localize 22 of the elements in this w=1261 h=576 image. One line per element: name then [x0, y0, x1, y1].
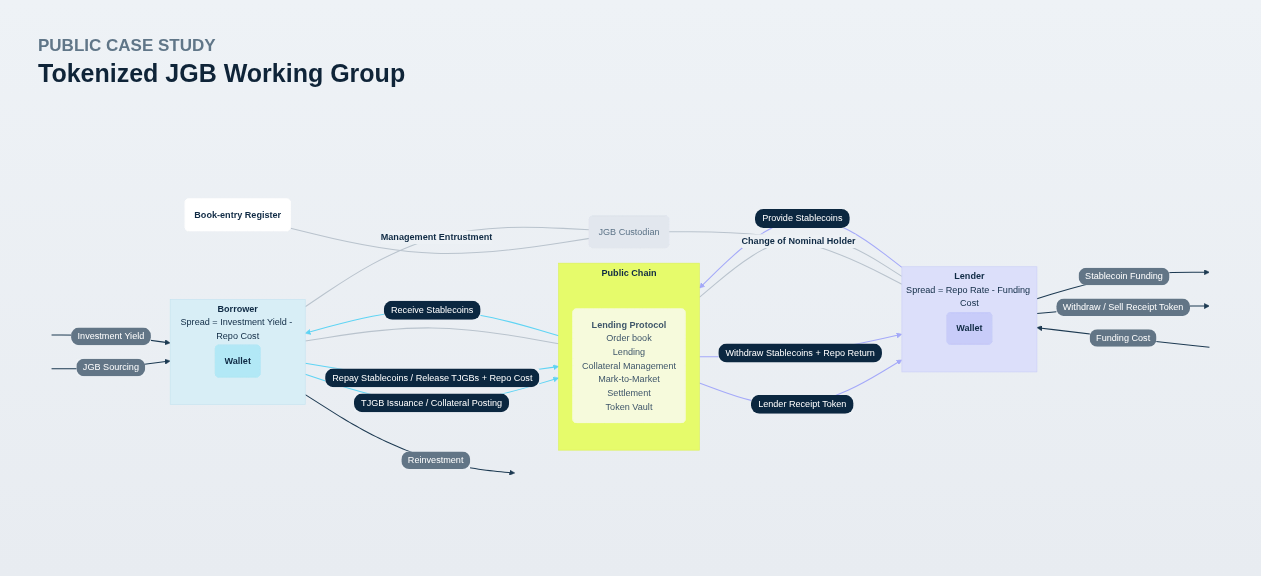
edge-label: Change of Nominal Holder: [741, 235, 856, 247]
edge-label: Stablecoin Funding: [1085, 270, 1163, 282]
connector: [304, 226, 590, 308]
edge-label: Withdraw Stablecoins + Repo Return: [725, 347, 875, 358]
diagram-title: Tokenized JGB Working Group: [38, 59, 406, 88]
edge-label: Investment Yield: [77, 330, 145, 342]
edge-label: Receive Stablecoins: [391, 304, 474, 316]
arrow: [1036, 325, 1210, 348]
edge-label: Withdraw / Sell Receipt Token: [1062, 301, 1184, 313]
edge-label: TJGB Issuance / Collateral Posting: [361, 397, 503, 408]
connector: [290, 227, 591, 255]
edge-label: Provide Stablecoins: [762, 212, 843, 224]
edge-label: Funding Cost: [1096, 332, 1151, 343]
connector: [668, 231, 903, 285]
kicker-text: PUBLIC CASE STUDY: [38, 36, 217, 56]
edge-label: Repay Stablecoins / Release TJGBs + Repo Cost: [332, 372, 533, 383]
edge-label: JGB Sourcing: [82, 362, 139, 373]
edge-label: Lender Receipt Token: [758, 398, 847, 410]
connector: [304, 327, 560, 345]
edge-label: Management Entrustment: [380, 231, 493, 243]
arrow: [304, 394, 515, 476]
edge-label: Reinvestment: [407, 454, 464, 466]
